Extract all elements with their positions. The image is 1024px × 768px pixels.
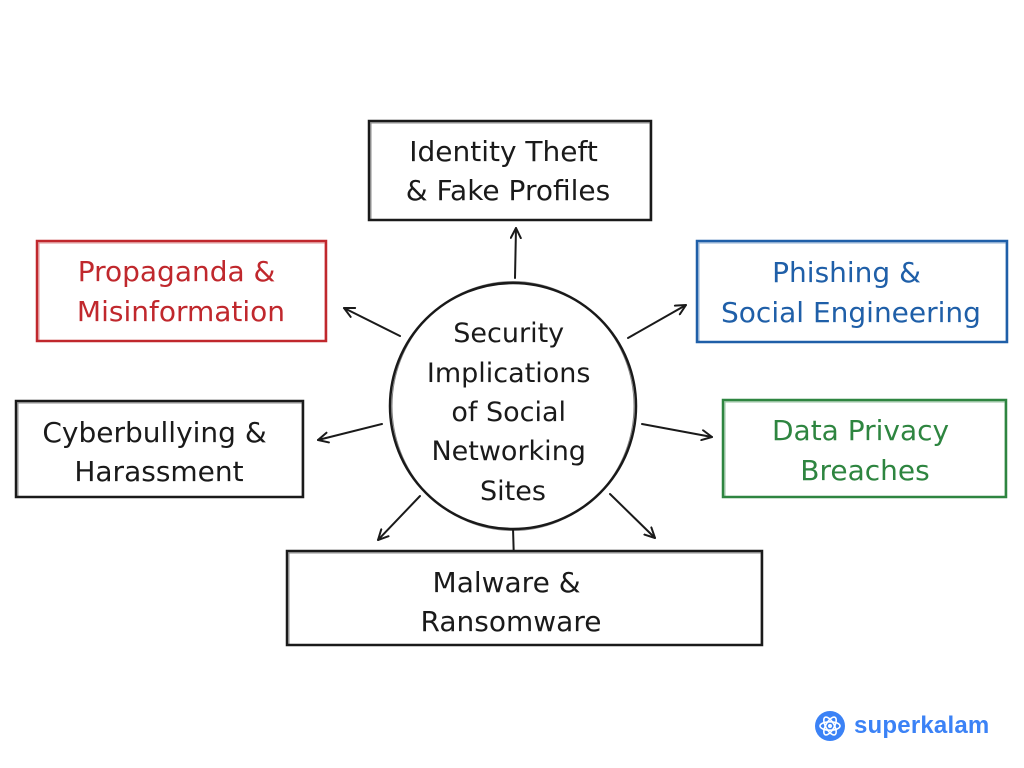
svg-text:Propaganda & Misinformat: Propaganda & Misinformation [77,255,285,328]
data-privacy-line-1: Data Privacy [772,414,949,447]
central-topic: Security Implications of Social Networki… [388,281,638,531]
phishing-line-2: Social Engineering [721,296,981,329]
malware-line-1: Malware & [433,566,581,599]
connector-arrows [317,227,713,563]
brand-logo: superkalam [814,708,989,744]
arrow-to-malware-right [609,493,656,539]
center-line-1: Security [453,318,564,349]
brand-name: superkalam [854,712,990,739]
node-propaganda: Propaganda & Misinformation [35,239,328,343]
node-cyberbullying: Cyberbullying & Harassment [14,399,305,499]
center-line-4: Networking [431,436,586,467]
cyberbullying-line-1: Cyberbullying & [42,416,266,449]
propaganda-line-2: Misinformation [77,295,285,328]
svg-text:Cyberbullying & Harassme: Cyberbullying & Harassment [42,416,275,488]
svg-text:Malware & Ransomware: Malware & Ransomware [421,566,602,638]
arrow-to-malware-left [377,495,421,541]
center-line-2: Implications [427,358,591,389]
node-phishing: Phishing & Social Engineering [695,239,1009,344]
svg-text:Security Implications: Security Implications of Social Networki… [427,318,599,507]
arrow-to-phishing [627,304,687,339]
center-line-3: of Social [451,397,566,428]
node-identity-theft: Identity Theft & Fake Profiles [367,119,653,222]
center-line-5: Sites [480,476,546,507]
cyberbullying-line-2: Harassment [74,455,243,488]
svg-text:Data Privacy Breaches: Data Privacy Breaches [772,414,958,487]
arrow-to-identity-theft [509,227,522,279]
propaganda-line-1: Propaganda & [78,255,276,288]
identity-theft-line-2: & Fake Profiles [406,174,610,207]
malware-line-2: Ransomware [421,605,602,638]
svg-text:Identity Theft & Fake Pr: Identity Theft & Fake Profiles [406,135,610,207]
node-data-privacy: Data Privacy Breaches [721,398,1008,499]
phishing-line-1: Phishing & [772,256,921,289]
node-malware: Malware & Ransomware [285,549,764,647]
arrow-to-propaganda [343,307,401,337]
arrow-to-cyberbullying [317,423,383,444]
svg-text:Phishing & Social Engine: Phishing & Social Engineering [721,256,981,329]
identity-theft-line-1: Identity Theft [409,135,598,168]
arrow-to-data-privacy [641,423,713,442]
atom-logo-icon [815,711,845,741]
data-privacy-line-2: Breaches [800,454,929,487]
